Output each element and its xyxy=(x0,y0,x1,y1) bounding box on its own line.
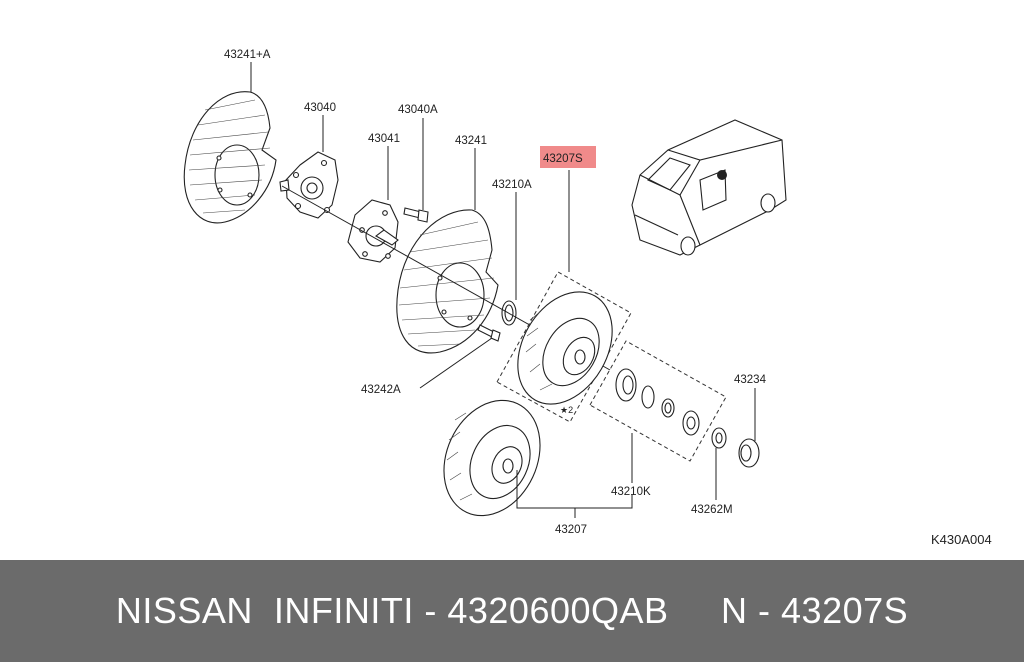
brake-drum-43207 xyxy=(443,399,541,517)
leader-43242A xyxy=(419,337,493,389)
bolt-43040A xyxy=(403,207,429,223)
label-43234: 43234 xyxy=(734,374,767,386)
label-43210K: 43210K xyxy=(611,486,651,498)
label-43262M: 43262M xyxy=(691,504,733,516)
footer-bar: NISSAN INFINITI - 4320600QAB N - 43207S xyxy=(0,560,1024,662)
kit-box-43210K xyxy=(589,340,727,462)
snap-ring-43210A xyxy=(501,300,517,326)
exploded-parts-diagram: 43241+A 43040 43041 43040A 43241 xyxy=(183,49,992,547)
backing-plate-center xyxy=(396,209,499,354)
highlight-43207S xyxy=(540,146,596,168)
van-illustration xyxy=(631,119,787,256)
label-43210A: 43210A xyxy=(492,179,532,191)
label-43241: 43241 xyxy=(455,135,487,147)
label-43040A: 43040A xyxy=(398,104,438,116)
cap-43234 xyxy=(738,438,760,468)
backing-plate-left xyxy=(183,91,277,224)
label-43241A: 43241+A xyxy=(224,49,271,61)
hub-carrier-43040 xyxy=(279,151,339,219)
part-number-caption: NISSAN INFINITI - 4320600QAB N - 43207S xyxy=(115,590,909,631)
screw-43242A xyxy=(477,324,501,342)
label-43207: 43207 xyxy=(555,524,587,536)
adapter-43041 xyxy=(347,199,399,263)
hub-mark: ★2 xyxy=(560,405,573,415)
bearing-kit-43210K xyxy=(615,368,700,436)
brake-drum-43207S: ★2 xyxy=(517,291,613,415)
figure-code: K430A004 xyxy=(931,532,992,547)
washer-43262M xyxy=(711,427,727,449)
label-43242A: 43242A xyxy=(361,384,401,396)
label-43040: 43040 xyxy=(304,102,336,114)
label-43041: 43041 xyxy=(368,133,400,145)
label-43207S: 43207S xyxy=(543,153,583,165)
